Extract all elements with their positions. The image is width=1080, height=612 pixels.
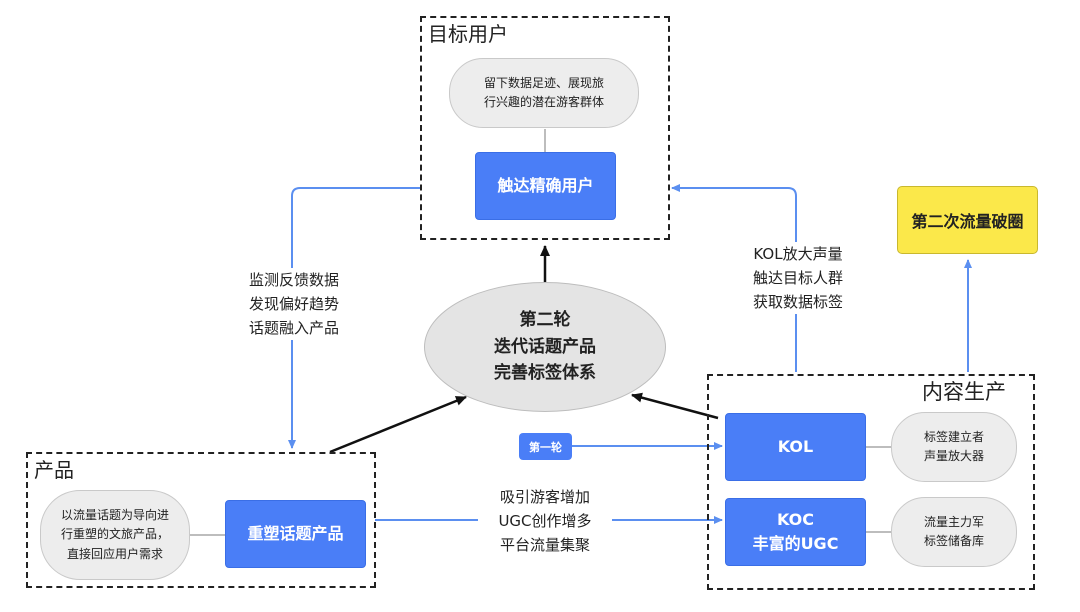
monitor-feedback-arrow — [288, 187, 420, 449]
tourist-group-pill: 留下数据足迹、展现旅 行兴趣的潜在游客群体 — [449, 58, 639, 128]
content-production-group — [707, 374, 1035, 590]
product-group — [26, 452, 376, 588]
reshape-product-box: 重塑话题产品 — [225, 500, 366, 568]
attract-label: 吸引游客增加 UGC创作增多 平台流量集聚 — [478, 485, 612, 557]
target-users-group — [420, 16, 670, 240]
breakout-box: 第二次流量破圈 — [897, 186, 1038, 254]
content-production-title: 内容生产 — [922, 380, 1006, 404]
kol-desc-pill: 标签建立者 声量放大器 — [891, 412, 1017, 482]
second-round-ellipse: 第二轮 迭代话题产品 完善标签体系 — [424, 282, 666, 412]
kol-amplify-label: KOL放大声量 触达目标人群 获取数据标签 — [731, 242, 865, 314]
first-round-tag: 第一轮 — [519, 433, 572, 460]
reach-users-box: 触达精确用户 — [475, 152, 616, 220]
content-to-round2-arrow — [631, 392, 719, 420]
target-users-title: 目标用户 — [428, 22, 508, 46]
koc-box: KOC 丰富的UGC — [725, 498, 866, 566]
kol-amplify-arrow — [671, 184, 797, 372]
monitor-feedback-label: 监测反馈数据 发现偏好趋势 话题融入产品 — [227, 268, 361, 340]
product-title: 产品 — [34, 458, 74, 482]
kol-box: KOL — [725, 413, 866, 481]
koc-desc-pill: 流量主力军 标签储备库 — [891, 497, 1017, 567]
product-desc-pill: 以流量话题为导向进 行重塑的文旅产品， 直接回应用户需求 — [40, 490, 190, 580]
product-to-round2-arrow — [329, 395, 467, 454]
